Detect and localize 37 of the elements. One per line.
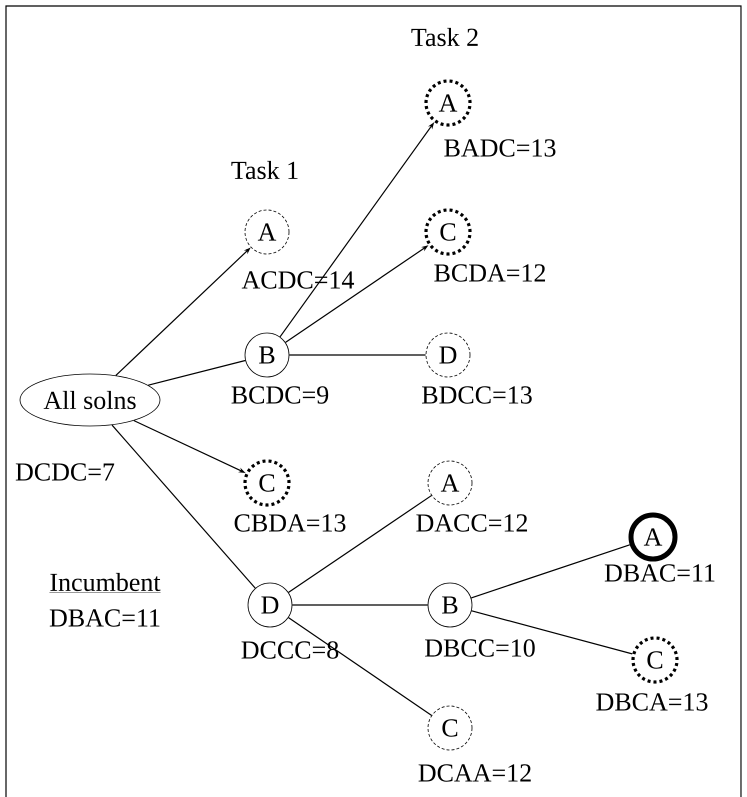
circle-node: C xyxy=(243,459,291,507)
incumbent-value: DBAC=11 xyxy=(50,609,160,627)
circle-node: B xyxy=(244,332,290,378)
circle-node: D xyxy=(426,332,470,378)
circle-node: A xyxy=(428,460,472,506)
connector-line xyxy=(148,360,246,386)
heading-label: Task 1 xyxy=(231,160,298,180)
cost-label: BCDA=12 xyxy=(432,263,548,283)
circle-node: C xyxy=(424,208,472,256)
connector-line xyxy=(471,544,630,598)
connector-line xyxy=(292,604,428,606)
cost-label: DCCC=8 xyxy=(240,640,340,660)
circle-node: A xyxy=(244,210,290,254)
cost-label: BDCC=13 xyxy=(420,385,534,405)
ellipse-node: All solns xyxy=(20,374,160,426)
circle-node: C xyxy=(631,636,679,684)
heading-label: Task 2 xyxy=(411,28,478,46)
circle-node: A xyxy=(628,512,678,562)
connector-line xyxy=(288,617,432,716)
connector-line xyxy=(288,495,432,593)
incumbent-label: Incumbent xyxy=(49,572,161,593)
circle-node: D xyxy=(248,582,292,628)
connector-line xyxy=(471,610,632,654)
cost-label: BADC=13 xyxy=(442,138,558,158)
cost-label: BCDC=9 xyxy=(230,385,330,405)
cost-label: DBCA=13 xyxy=(594,692,710,712)
circle-node: C xyxy=(428,706,472,750)
cost-label: DBCC=10 xyxy=(423,638,537,658)
cost-label: DCAA=12 xyxy=(416,763,534,783)
cost-label: DBAC=11 xyxy=(603,563,717,583)
circle-node: A xyxy=(424,79,472,127)
connector-line xyxy=(112,424,256,589)
connector-line xyxy=(289,354,426,356)
cost-label: DACC=12 xyxy=(414,513,530,533)
circle-node: B xyxy=(428,582,472,628)
cost-label: DCDC=7 xyxy=(14,462,116,482)
cost-label: CBDA=13 xyxy=(232,513,348,533)
